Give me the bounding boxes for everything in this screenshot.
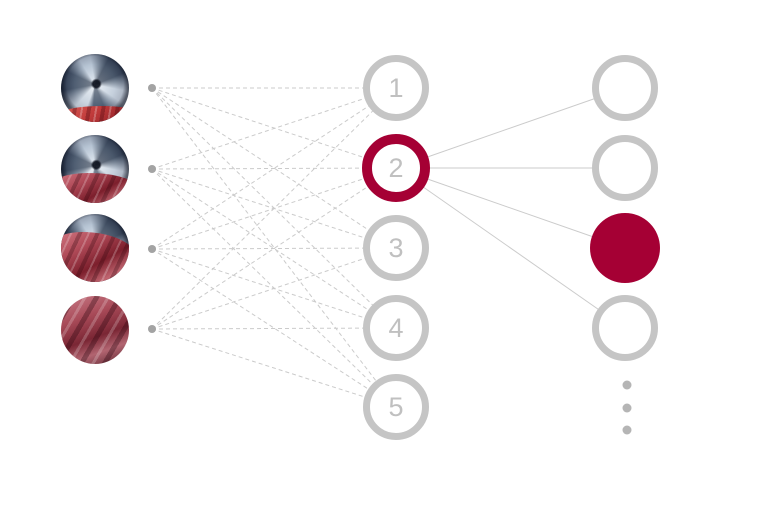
hidden-node-4-label: 4 [388,312,404,343]
washer-drum-photo-4 [61,296,129,364]
hidden-node-1-label: 1 [388,72,404,103]
connection-line [151,87,397,170]
red-fabric-overlay [61,232,129,282]
hidden-node-5: 5 [363,374,429,440]
hidden-node-2-highlighted: 2 [362,134,430,202]
connection-line [151,327,397,330]
solid-output-connections [395,87,626,329]
connection-line [151,87,397,408]
washer-drum-photo-3 [61,214,129,282]
output-node-2 [592,135,658,201]
hidden-node-3-label: 3 [388,232,404,263]
red-fabric-overlay [61,106,129,122]
hidden-node-1: 1 [363,55,429,121]
dashed-input-connections [151,87,397,408]
washer-drum-photo-2 [61,135,129,203]
hidden-node-2-label: 2 [388,152,404,183]
input-dot [148,325,156,333]
input-dot [148,84,156,92]
output-node-1 [592,55,658,121]
connection-line [151,247,397,330]
ellipsis-dot [622,380,632,390]
red-fabric-overlay [61,173,129,203]
connection-line [395,167,626,249]
connection-line [395,167,626,329]
connection-line [151,247,397,250]
hidden-node-4: 4 [363,295,429,361]
ellipsis-dot [622,425,632,435]
hidden-node-3: 3 [363,215,429,281]
connection-line [151,167,397,170]
output-node-4 [592,295,658,361]
washer-drum-photo-1 [61,54,129,122]
output-node-3-selected [590,213,660,283]
connection-line [395,87,626,169]
connection-line [151,328,397,408]
connection-line [151,87,397,330]
ellipsis-dot [622,403,632,413]
ellipsis-dots [622,380,632,435]
hidden-node-5-label: 5 [388,391,404,422]
input-dot [148,165,156,173]
input-dots [148,84,156,333]
input-dot [148,245,156,253]
